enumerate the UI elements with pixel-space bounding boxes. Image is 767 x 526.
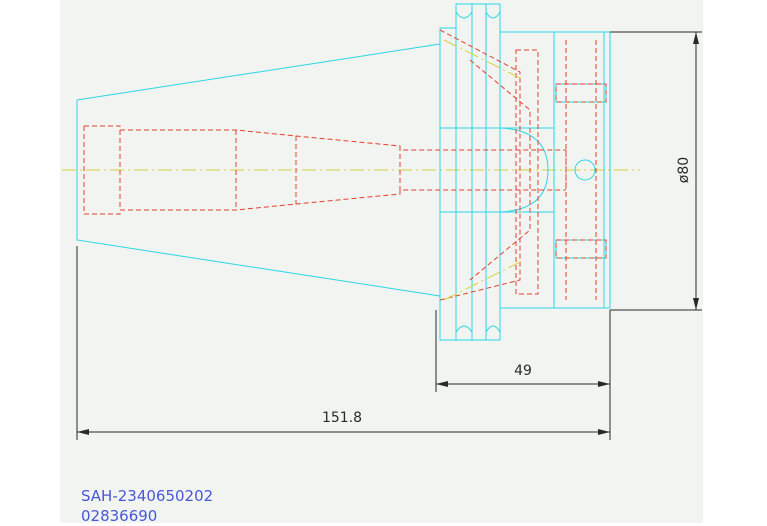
diameter-dimension <box>610 31 702 311</box>
part-code: SAH-2340650202 <box>81 487 214 505</box>
part-number: 02836690 <box>81 507 158 525</box>
total-length-label: 151.8 <box>322 410 362 426</box>
total-length-dimension <box>76 246 610 440</box>
flange-length-dimension <box>435 310 611 440</box>
flange-body <box>439 3 611 341</box>
construction-lines <box>443 39 525 301</box>
flange-length-label: 49 <box>514 363 532 379</box>
diameter-label: ø80 <box>676 157 692 183</box>
drawing-canvas <box>60 0 703 523</box>
part-label-block: SAH-2340650202 02836690 <box>81 486 213 526</box>
hidden-bore <box>83 29 607 301</box>
